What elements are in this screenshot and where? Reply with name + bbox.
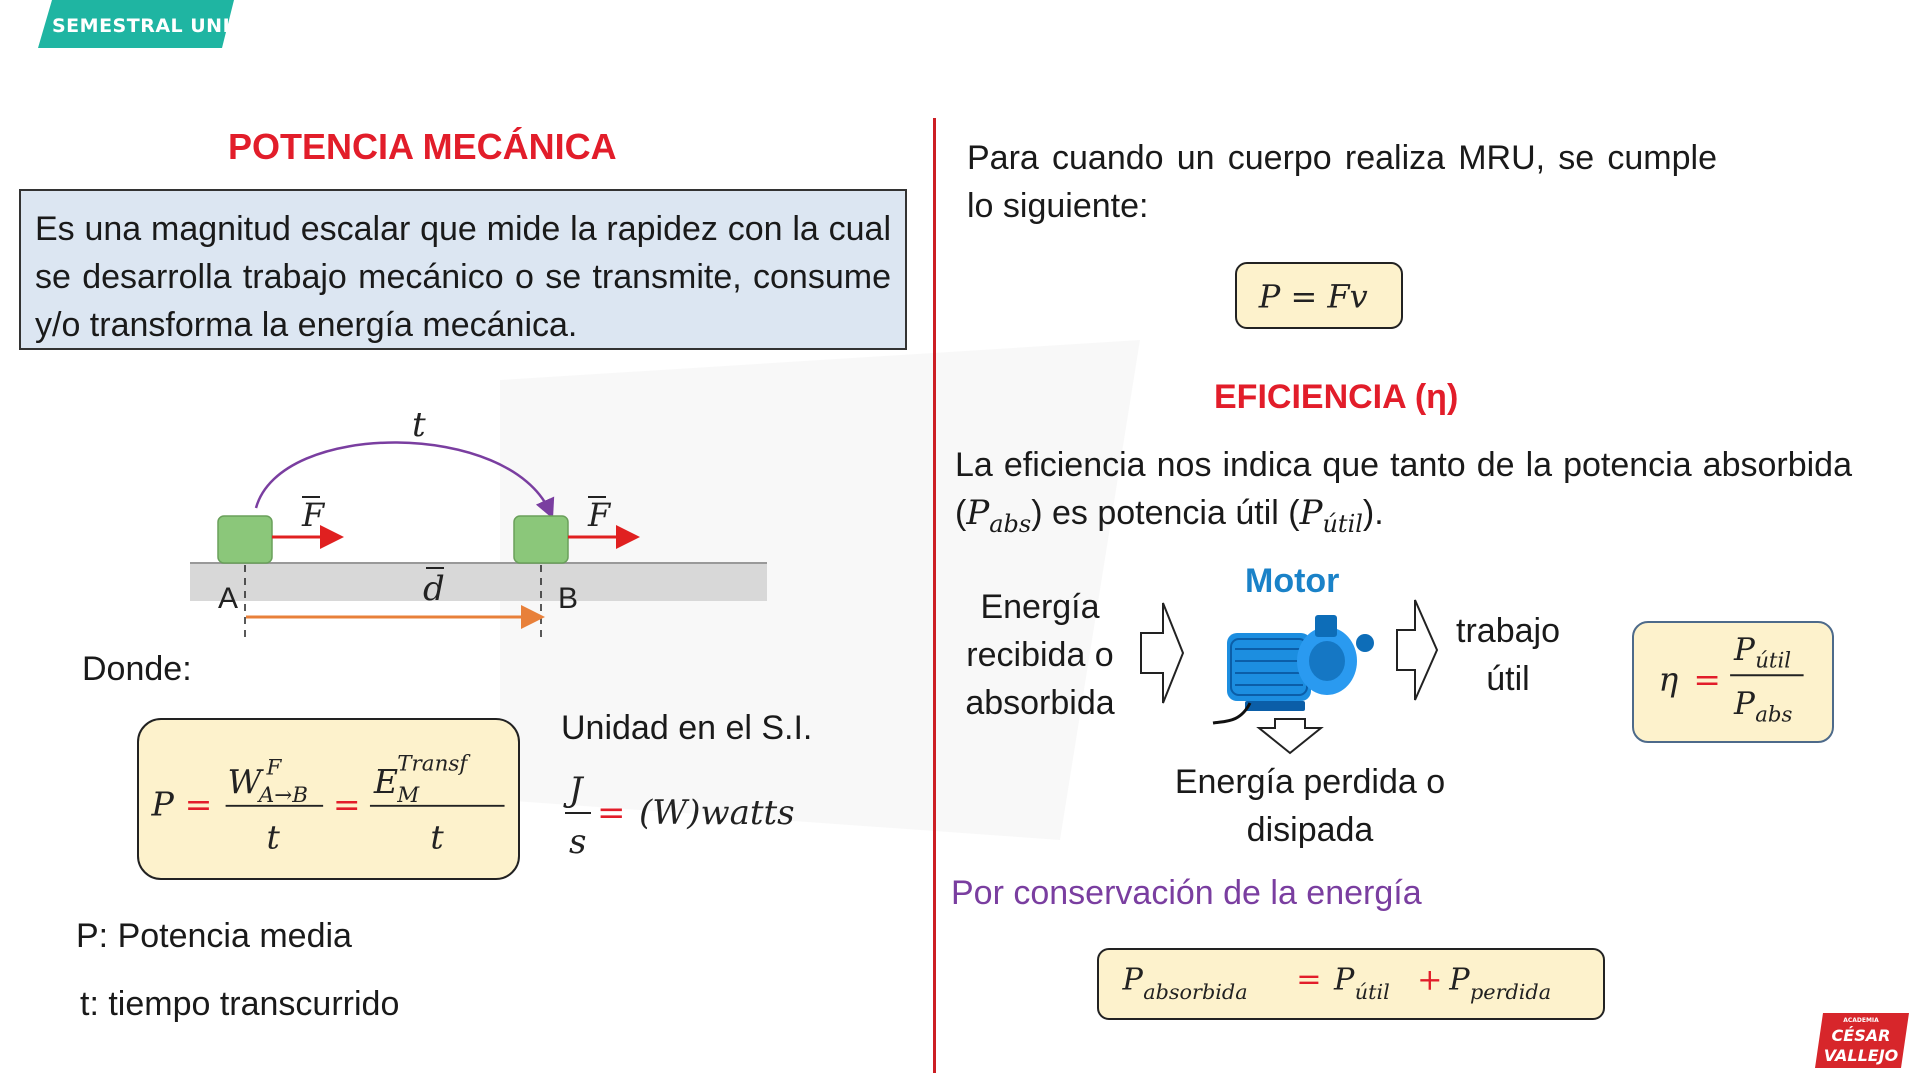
section-title-potencia: POTENCIA MECÁNICA [228, 126, 617, 167]
unit-value: (W)watts [639, 793, 795, 833]
pfv-formula: P = Fv [1258, 277, 1368, 315]
formula-eq-1: = [185, 785, 213, 824]
cons-s1: absorbida [1143, 980, 1247, 1004]
work-symbol: W [228, 762, 265, 801]
eta-num-p: P [1733, 632, 1756, 668]
cons-s2: útil [1355, 980, 1390, 1004]
efficiency-text: La eficiencia nos indica que tanto de la… [955, 446, 1852, 538]
displacement-label: d [423, 569, 445, 609]
efficiency-formula-box: η = P útil P abs [1632, 621, 1834, 743]
cons-p3: P [1448, 963, 1470, 998]
eta-eq: = [1693, 660, 1721, 699]
point-b-label: B [558, 582, 578, 615]
power-formula-box: P = W F A→B t = E Transf M t [137, 718, 520, 880]
cons-eq: = [1296, 963, 1321, 998]
unit-title: Unidad en el S.I. [561, 709, 813, 747]
p-description: P: Potencia media [76, 917, 352, 955]
formula-eq-2: = [333, 785, 361, 824]
eta-symbol: η [1659, 660, 1679, 699]
svg-text:VALLEJO: VALLEJO [1824, 1046, 1899, 1065]
flow-output-label: trabajo útil [1456, 612, 1560, 698]
mru-text: Para cuando un cuerpo realiza MRU, se cu… [967, 139, 1717, 225]
block-a [217, 515, 273, 564]
cons-p2: P [1333, 963, 1355, 998]
work-subscript: A→B [257, 783, 308, 808]
eta-den-sub: abs [1755, 703, 1792, 728]
motion-diagram: t F F A B d [190, 405, 767, 638]
input-arrow-icon [1140, 602, 1185, 704]
force-label-a: F [301, 496, 326, 534]
definition-box: Es una magnitud escalar que mide la rapi… [19, 189, 907, 350]
flow-input-label: Energía recibida o absorbida [965, 588, 1115, 722]
unit-numerator: J [563, 770, 585, 810]
energy-superscript: Transf [397, 752, 471, 777]
svg-text:ACADEMIA: ACADEMIA [1843, 1017, 1879, 1024]
formula-lhs: P [150, 785, 174, 824]
flow-loss-label: Energía perdida o disipada [1174, 763, 1446, 849]
energy-subscript: M [396, 783, 420, 808]
pfv-formula-box: P = Fv [1235, 262, 1403, 329]
unit-formula: J s = (W)watts [563, 770, 795, 862]
cons-p1: P [1121, 963, 1143, 998]
course-badge-label: SEMESTRAL UNI [52, 15, 231, 37]
flow-arrows [1140, 599, 1439, 755]
energy-symbol: E [373, 762, 398, 801]
academy-logo: ACADEMIA CÉSAR VALLEJO [1815, 1013, 1909, 1068]
block-b [513, 515, 569, 564]
cons-s3: perdida [1470, 980, 1551, 1004]
output-arrow-icon [1396, 599, 1439, 701]
watermark-logo [500, 340, 1140, 840]
unit-eq: = [597, 793, 626, 833]
time-arc [254, 441, 555, 519]
energy-denominator: t [430, 818, 444, 857]
cons-plus: + [1417, 963, 1442, 998]
work-denominator: t [267, 818, 281, 857]
ground-surface [190, 563, 767, 601]
point-a-label: A [218, 582, 238, 615]
motor-label: Motor [1245, 562, 1340, 600]
force-label-b: F [587, 496, 612, 534]
svg-text:CÉSAR: CÉSAR [1832, 1026, 1891, 1045]
unit-denominator: s [569, 822, 586, 862]
donde-label: Donde: [82, 650, 192, 688]
eta-num-sub: útil [1755, 648, 1791, 673]
column-divider [933, 118, 936, 1073]
t-description: t: tiempo transcurrido [80, 985, 400, 1023]
course-badge [38, 0, 234, 48]
eta-den-p: P [1733, 686, 1756, 722]
definition-text: Es una magnitud escalar que mide la rapi… [35, 210, 891, 344]
conservation-label: Por conservación de la energía [951, 874, 1422, 912]
work-superscript: F [266, 756, 283, 781]
motor-image [1212, 615, 1374, 725]
loss-arrow-icon [1256, 718, 1324, 755]
time-label: t [412, 405, 426, 445]
section-title-eficiencia: EFICIENCIA (η) [1214, 378, 1459, 416]
conservation-formula-box: P absorbida = P útil + P perdida [1097, 948, 1605, 1020]
